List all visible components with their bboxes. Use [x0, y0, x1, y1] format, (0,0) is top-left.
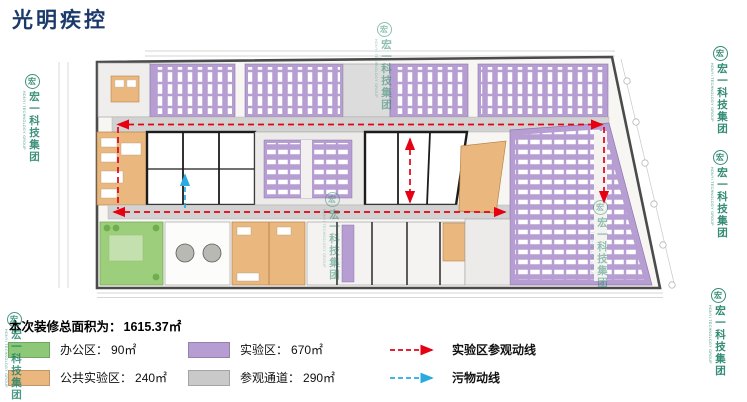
- corridor-label: 参观通道：: [240, 371, 301, 385]
- route-lab-visit: [112, 119, 610, 218]
- total-area-summary: 本次装修总面积为：1615.37㎡: [9, 316, 183, 335]
- office-area-swatch: [8, 341, 50, 358]
- core-lab-east: [363, 130, 469, 207]
- blue-dashed-arrow-icon: [390, 372, 434, 383]
- total-area-value: 1615.37㎡: [123, 320, 182, 334]
- corridor-text: 参观通道：290㎡: [240, 369, 335, 386]
- core-lab-west: [145, 130, 257, 207]
- legend: 办公区：90㎡ 实验区：670㎡ 实验区参观动线 公共实验区：240㎡ 参观通道…: [8, 341, 618, 386]
- labs-south-center: [306, 218, 511, 286]
- honyi-logo-icon: 宏: [376, 22, 392, 37]
- zone-lab-east-large: [509, 122, 653, 286]
- route-visit-label: 实验区参观动线: [452, 343, 537, 357]
- red-dashed-arrow-icon: [390, 344, 434, 355]
- honyi-logo-icon: 宏: [24, 74, 40, 89]
- dimension-lines: [58, 50, 676, 298]
- public-lab-text: 公共实验区：240㎡: [60, 369, 167, 386]
- route-waste-label: 污物动线: [452, 371, 501, 385]
- watermark-en: HONYI TECHNOLOGY GROUP: [710, 167, 714, 227]
- zone-lab-top: [149, 63, 609, 118]
- honyi-logo-icon: 宏: [712, 46, 728, 61]
- lab-area-text: 实验区：670㎡: [240, 341, 323, 358]
- corridor-value: 290㎡: [303, 371, 336, 385]
- legend-item-public-lab: 公共实验区：240㎡: [8, 369, 188, 386]
- honyi-logo-icon: 宏: [712, 150, 728, 165]
- public-lab-swatch: [8, 369, 50, 386]
- legend-item-office: 办公区：90㎡: [8, 341, 188, 358]
- watermark-en: HONYI TECHNOLOGY GROUP: [22, 91, 26, 151]
- lab-area-swatch: [188, 341, 230, 358]
- office-area-value: 90㎡: [111, 343, 137, 357]
- watermark-cn: 宏一科技集团: [716, 63, 728, 135]
- legend-item-route-waste: 污物动线: [388, 369, 618, 386]
- zone-office: [99, 221, 164, 286]
- page-title: 光明疾控: [12, 8, 108, 32]
- corridor-swatch: [188, 369, 230, 386]
- watermark-cn: 宏一科技集团: [714, 305, 726, 377]
- zone-public-lab-south: [231, 221, 306, 286]
- legend-item-corridor: 参观通道：290㎡: [188, 369, 388, 386]
- honyi-logo-icon: 宏: [710, 288, 726, 303]
- office-area-label: 办公区：: [60, 343, 109, 357]
- core-shaft: [342, 63, 391, 118]
- meeting-room: [164, 221, 231, 286]
- floor-plan: [58, 50, 676, 298]
- watermark-en: HONYI TECHNOLOGY GROUP: [710, 63, 714, 123]
- grid-bubbles: [623, 77, 676, 289]
- lab-area-value: 670㎡: [291, 343, 324, 357]
- zone-public-lab-west: [96, 131, 148, 206]
- public-lab-label: 公共实验区：: [60, 371, 133, 385]
- public-lab-value: 240㎡: [135, 371, 168, 385]
- zone-lab-center: [254, 131, 366, 206]
- legend-item-route-visit: 实验区参观动线: [388, 341, 618, 358]
- total-area-label: 本次装修总面积为：: [9, 320, 122, 334]
- watermark-cn: 宏一科技集团: [716, 167, 728, 239]
- lab-area-label: 实验区：: [240, 343, 289, 357]
- watermark-en: HONYI TECHNOLOGY GROUP: [708, 305, 712, 365]
- legend-item-lab: 实验区：670㎡: [188, 341, 388, 358]
- office-area-text: 办公区：90㎡: [60, 341, 136, 358]
- rooms-top-left: [97, 62, 151, 118]
